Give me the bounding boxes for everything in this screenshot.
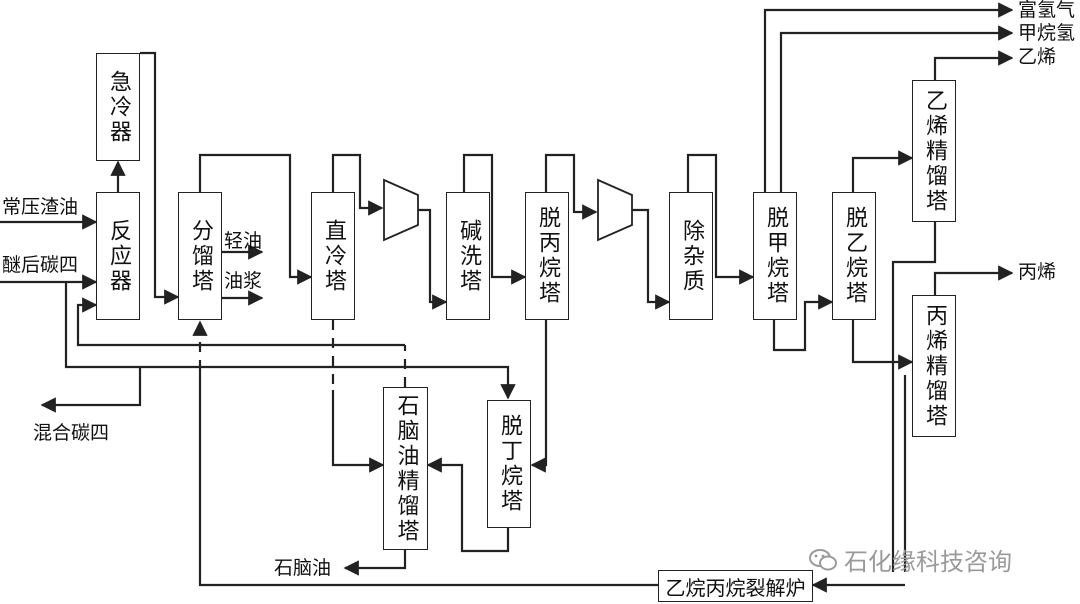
label-propylene: 丙烯 [1018,261,1057,283]
compressor-to-caustic-line [418,208,448,310]
deethanizer: 脱乙烷塔 [832,192,876,320]
quench-cooler: 急冷器 [96,53,140,161]
watermark-text: 石化缘科技咨询 [844,548,1012,576]
mixed-c4-line [40,367,142,413]
depropanizer-to-compressor-line [544,153,598,220]
furnace-to-fractionator-line [198,370,658,587]
compressor-1 [383,178,419,242]
rich-hydrogen-line [763,2,1014,192]
label-post-ether-c4: 醚后碳四 [2,254,79,276]
depropanizer-to-debutanizer-line [530,320,548,473]
label-slurry-oil: 油浆 [224,270,263,292]
cracking-furnace: 乙烷丙烷裂解炉 [658,570,813,602]
wechat-icon [809,548,837,570]
caustic-wash-tower: 碱洗塔 [446,192,490,320]
depropanizer: 脱丙烷塔 [525,192,569,320]
deethanizer-to-propylene-line [851,320,914,370]
demethanizer: 脱甲烷塔 [753,192,797,320]
direct-cooler: 直冷塔 [311,192,355,320]
c4-loop-line [64,282,516,400]
label-ethylene: 乙烯 [1018,46,1057,68]
naphtha-column: 石脑油精馏塔 [383,387,428,550]
cooler-to-compressor-line [331,153,384,216]
watermark: 石化缘科技咨询 [808,542,1012,577]
label-rich-hydrogen: 富氢气 [1018,0,1076,21]
ethane-recycle-line [891,222,937,572]
debutanizer: 脱丁烷塔 [487,400,531,528]
ethylene-column: 乙烯精馏塔 [912,80,956,222]
caustic-to-depropanizer-line [462,153,527,285]
label-mixed-c4: 混合碳四 [33,422,110,444]
compressor-to-impurity-line [632,208,671,310]
naphtha-recycle-line [76,297,405,347]
impurity-removal: 除杂质 [669,192,713,320]
fractionator-to-cooler-line [198,153,313,285]
ethylene-product-line [933,50,1014,80]
label-methane-hydrogen: 甲烷氢 [1018,22,1076,44]
propylene-column: 丙烯精馏塔 [912,295,956,437]
label-light-oil: 轻油 [224,230,263,252]
fractionator: 分馏塔 [178,192,222,320]
debutanizer-to-naphtha-line [426,457,510,553]
cooler-to-naphtha-line [331,390,385,473]
reactor: 反应器 [96,192,140,320]
propylene-product-line [933,265,1014,295]
naphtha-product-line [343,550,407,576]
label-atm-residue: 常压渣油 [2,196,79,218]
label-naphtha: 石脑油 [274,557,332,579]
compressor-2 [597,178,633,242]
impurity-to-demethanizer-line [686,153,755,285]
methane-hydrogen-line [779,25,1014,192]
demethanizer-to-deethanizer-line [772,294,834,352]
deethanizer-to-ethylene-line [851,150,914,192]
quench-to-fractionator-line [140,51,180,305]
